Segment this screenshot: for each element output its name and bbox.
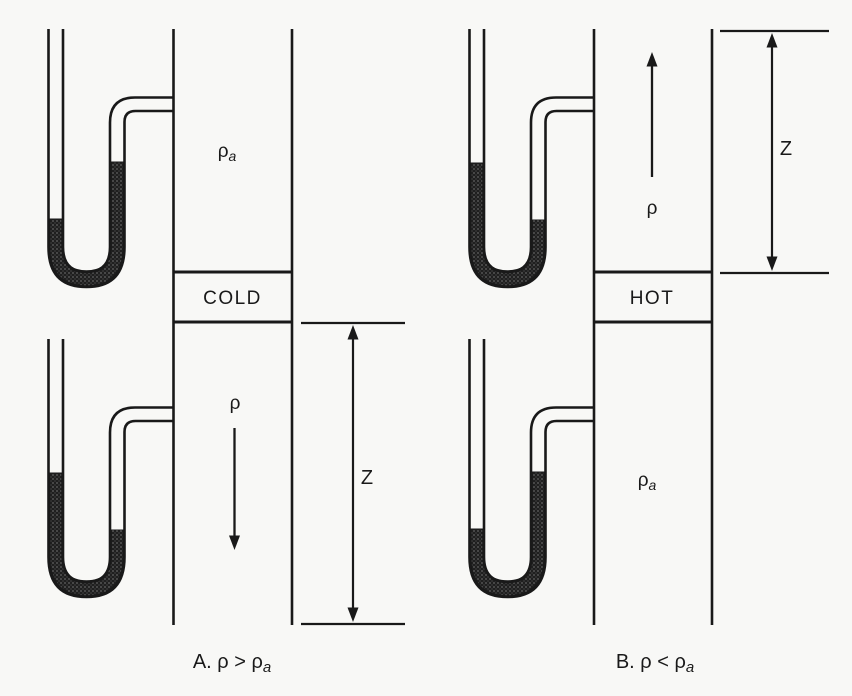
flow-density-label-a: ρ [230,393,241,414]
z-dimension-a [301,321,405,626]
column-a [172,29,294,625]
flow-density-label-b: ρ [647,198,658,219]
hot-box-label: HOT [630,288,675,309]
flow-arrow-down [229,428,240,550]
ambient-density-label-a: ρa [218,141,237,164]
column-b [592,29,714,625]
flow-arrow-up [646,52,658,177]
diagram-a: ρa COLD ρ Z A. ρ > ρa [47,27,405,676]
z-label-b: Z [780,138,792,160]
cold-box-label: COLD [203,288,262,309]
caption-a: A. ρ > ρa [193,651,271,676]
ambient-density-label-b: ρa [638,470,657,493]
diagram-b: ρ HOT ρa Z B. ρ < ρa [468,27,829,676]
caption-b: B. ρ < ρa [616,651,694,676]
z-dimension-b [720,29,829,275]
z-label-a: Z [361,467,373,489]
